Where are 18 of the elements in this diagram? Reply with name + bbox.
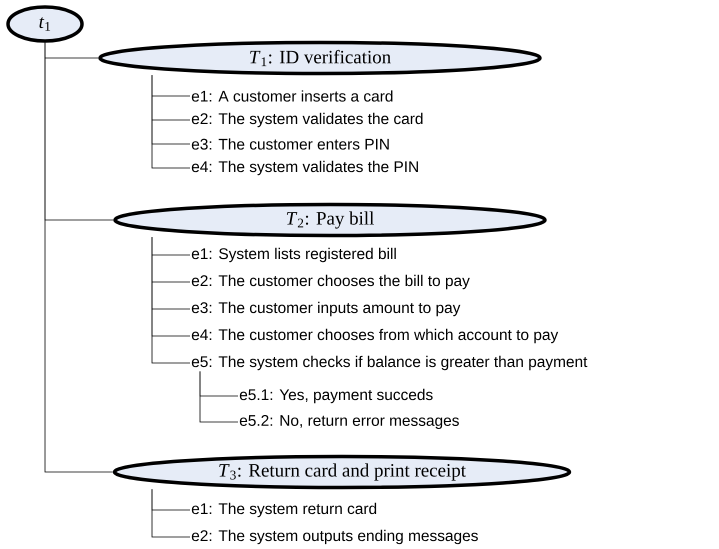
step-text: e2: The system validates the card <box>192 112 422 128</box>
step-text: e3: The customer enters PIN <box>192 138 389 150</box>
step-text: e3: The customer inputs amount to pay <box>192 302 460 316</box>
tree-line <box>152 74 190 168</box>
step-text: e5.1: Yes, payment succeds <box>240 388 433 404</box>
step-text: e5: The system checks if balance is greater than payment <box>192 356 588 370</box>
tree-line <box>44 42 114 472</box>
step-text: e4: The system validates the PIN <box>192 160 418 176</box>
tree-line <box>152 488 190 538</box>
step-text: e4: The customer chooses from which account to pay <box>192 328 558 344</box>
step-text: e2: The customer chooses the bill to pay <box>192 274 470 290</box>
step-text: e1: A customer inserts a card <box>192 90 392 102</box>
tree-line <box>152 236 190 364</box>
step-text: e5.2: No, return error messages <box>240 415 459 429</box>
step-text: e1: System lists registered bill <box>192 248 396 262</box>
step-text: e1: The system return card <box>192 502 376 518</box>
tree-line <box>200 371 238 422</box>
step-text: e2: The system outputs ending messages <box>192 530 478 544</box>
